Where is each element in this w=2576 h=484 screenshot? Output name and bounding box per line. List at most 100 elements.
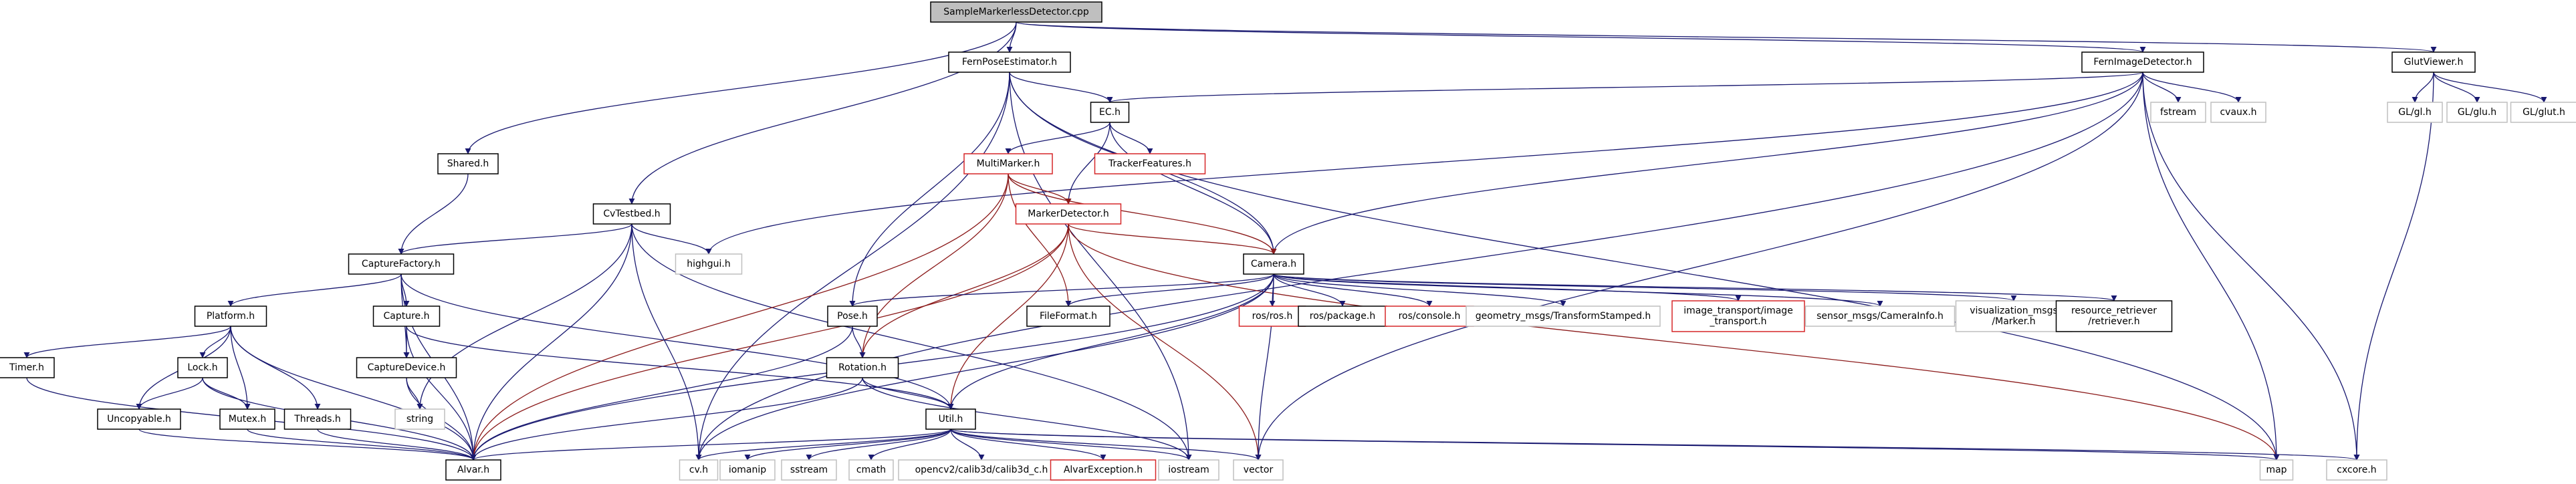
node-label: Util.h [939, 414, 963, 425]
dependency-edges [23, 21, 2547, 461]
edge-fernimage-to-cxcore [2142, 72, 2360, 461]
node-rospackage[interactable]: ros/package.h [1298, 306, 1387, 327]
node-label: iomanip [729, 465, 766, 475]
node-capturefactory[interactable]: CaptureFactory.h [348, 253, 455, 275]
edge-cvtestbed-to-alvar [470, 223, 632, 461]
edge-fernimage-to-vector [1255, 72, 2143, 461]
node-string[interactable]: string [394, 408, 445, 430]
node-platform[interactable]: Platform.h [194, 306, 267, 327]
node-camera[interactable]: Camera.h [1243, 253, 1304, 275]
node-highgui[interactable]: highgui.h [675, 253, 743, 275]
edge-camera-to-vector [1255, 273, 1274, 461]
node-fernpose[interactable]: FernPoseEstimator.h [948, 51, 1071, 73]
node-box [0, 357, 55, 378]
edge-root-to-shared [465, 21, 1017, 154]
node-glglut[interactable]: GL/glut.h [2510, 102, 2576, 123]
node-trackerfeatures[interactable]: TrackerFeatures.h [1094, 153, 1206, 174]
node-box [827, 306, 878, 327]
edge-root-to-fernimage [1016, 21, 2145, 53]
node-threads[interactable]: Threads.h [283, 408, 352, 430]
node-mutex[interactable]: Mutex.h [219, 408, 275, 430]
node-sensormsgs[interactable]: sensor_msgs/CameraInfo.h [1804, 306, 1956, 327]
node-util[interactable]: Util.h [925, 408, 976, 430]
node-label: CaptureDevice.h [368, 362, 446, 373]
edge-ec-to-camera [1109, 122, 1277, 255]
node-iomanip[interactable]: iomanip [719, 459, 776, 481]
node-box [719, 459, 776, 481]
node-glglu[interactable]: GL/glu.h [2446, 102, 2508, 123]
node-imagetransport[interactable]: image_transport/image_transport.h [1671, 300, 1805, 332]
edge-util-to-cvh [695, 429, 951, 461]
node-label: SampleMarkerlessDetector.cpp [943, 7, 1089, 17]
node-glutviewer[interactable]: GlutViewer.h [2391, 51, 2476, 73]
node-rosconsole[interactable]: ros/console.h [1385, 306, 1474, 327]
node-label: Platform.h [207, 311, 255, 322]
edge-shared-to-capturefactory [398, 173, 469, 255]
node-box [781, 459, 837, 481]
node-pose[interactable]: Pose.h [827, 306, 878, 327]
edge-fernpose-to-iostream [1009, 72, 1192, 461]
node-label: FernPoseEstimator.h [962, 57, 1057, 68]
node-box [1671, 300, 1805, 332]
node-resretriever[interactable]: resource_retriever/retriever.h [2055, 300, 2173, 332]
node-cvauxh[interactable]: cvaux.h [2210, 102, 2266, 123]
node-multimarker[interactable]: MultiMarker.h [963, 153, 1053, 174]
node-label: GL/glu.h [2458, 107, 2496, 118]
node-cvtestbed[interactable]: CvTestbed.h [592, 203, 671, 225]
node-vector[interactable]: vector [1233, 459, 1284, 481]
node-fileformat[interactable]: FileFormat.h [1026, 306, 1110, 327]
node-shared[interactable]: Shared.h [437, 153, 499, 174]
node-box [2387, 102, 2443, 123]
node-rosros[interactable]: ros/ros.h [1238, 306, 1306, 327]
node-calib3d[interactable]: opencv2/calib3d/calib3d_c.h [898, 459, 1065, 481]
node-timer[interactable]: Timer.h [0, 357, 55, 378]
node-uncopyable[interactable]: Uncopyable.h [97, 408, 181, 430]
node-label: visualization_msgs [1970, 306, 2058, 316]
node-box [679, 459, 719, 481]
node-label: FernImageDetector.h [2093, 57, 2192, 68]
node-label: Rotation.h [838, 362, 887, 373]
node-geomsgs[interactable]: geometry_msgs/TransformStamped.h [1466, 306, 1661, 327]
node-label: Threads.h [294, 414, 341, 425]
node-fernimage[interactable]: FernImageDetector.h [2081, 51, 2204, 73]
node-sstream[interactable]: sstream [781, 459, 837, 481]
node-cxcore[interactable]: cxcore.h [2326, 459, 2387, 481]
node-cvh[interactable]: cv.h [679, 459, 719, 481]
node-ec[interactable]: EC.h [1090, 102, 1130, 123]
node-fstream[interactable]: fstream [2150, 102, 2206, 123]
node-markerdetector[interactable]: MarkerDetector.h [1015, 203, 1122, 225]
node-box [194, 306, 267, 327]
edge-platform-to-threads [230, 326, 321, 410]
node-alvar[interactable]: Alvar.h [445, 459, 501, 481]
node-capturedevice[interactable]: CaptureDevice.h [356, 357, 457, 378]
node-label: map [2266, 465, 2287, 475]
node-box [1158, 459, 1219, 481]
node-box [925, 408, 976, 430]
edge-lock-to-uncopyable [136, 377, 203, 410]
node-root[interactable]: SampleMarkerlessDetector.cpp [930, 1, 1102, 23]
node-label: CvTestbed.h [603, 209, 660, 219]
edge-fernimage-to-camera [1270, 72, 2143, 255]
node-box [372, 306, 441, 327]
edge-util-to-map [950, 429, 2279, 461]
node-label: GL/glut.h [2523, 107, 2565, 118]
node-alvarexception[interactable]: AlvarException.h [1050, 459, 1157, 481]
node-box [1804, 306, 1956, 327]
node-vismsgs[interactable]: visualization_msgs/Marker.h [1955, 300, 2073, 332]
node-capture[interactable]: Capture.h [372, 306, 441, 327]
node-glgl[interactable]: GL/gl.h [2387, 102, 2443, 123]
node-box [445, 459, 501, 481]
edge-fernimage-to-highgui [705, 72, 2143, 255]
edge-capturefactory-to-platform [227, 273, 402, 307]
edge-multimarker-to-alvar [470, 173, 1009, 461]
node-box [948, 51, 1071, 73]
node-rotation[interactable]: Rotation.h [826, 357, 899, 378]
node-lock[interactable]: Lock.h [177, 357, 228, 378]
node-map[interactable]: map [2259, 459, 2294, 481]
edge-util-to-cmath [868, 429, 951, 461]
node-label: Camera.h [1251, 259, 1296, 269]
node-label: MarkerDetector.h [1028, 209, 1108, 219]
node-cmath[interactable]: cmath [848, 459, 894, 481]
node-iostream[interactable]: iostream [1158, 459, 1219, 481]
node-box [675, 253, 743, 275]
